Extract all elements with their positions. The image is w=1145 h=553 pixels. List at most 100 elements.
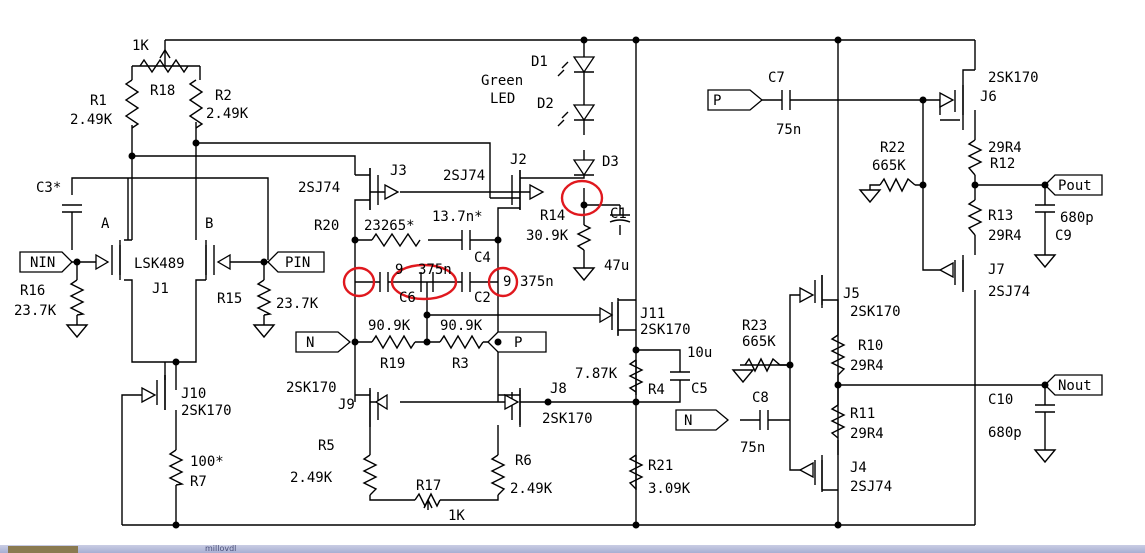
d3-symbol xyxy=(572,159,596,177)
label-c2-value: 375n xyxy=(520,274,554,290)
label-r20-value: 23265* xyxy=(364,218,415,234)
ground-c9 xyxy=(1033,254,1057,269)
r11-body xyxy=(830,404,846,439)
label-j5: J5 xyxy=(843,286,860,302)
r5-body xyxy=(362,454,378,496)
j5-arrow xyxy=(799,286,815,304)
r7-body xyxy=(168,449,185,486)
nin-connector xyxy=(19,251,73,273)
label-j6-type: 2SK170 xyxy=(988,70,1039,86)
label-r13-value: 29R4 xyxy=(988,228,1022,244)
label-c8-value: 75n xyxy=(740,440,765,456)
label-r1: R1 xyxy=(90,93,107,109)
label-r13: R13 xyxy=(988,208,1013,224)
c3-body xyxy=(62,204,82,213)
c1-body xyxy=(609,214,631,223)
label-c6: C6 xyxy=(399,290,416,306)
connectors xyxy=(19,89,1103,431)
label-j10-type: 2SK170 xyxy=(181,403,232,419)
n-left-connector xyxy=(295,331,352,353)
c2-body xyxy=(461,272,478,292)
label-r23: R23 xyxy=(742,318,767,334)
label-r5: R5 xyxy=(318,438,335,454)
label-r18: R18 xyxy=(150,83,175,99)
label-n-left: N xyxy=(306,335,314,351)
label-d1: D1 xyxy=(531,54,548,70)
label-r22-value: 665K xyxy=(872,158,906,174)
label-j7: J7 xyxy=(988,262,1005,278)
j4-arrow xyxy=(798,461,814,479)
label-r21: R21 xyxy=(648,458,673,474)
r14-body xyxy=(576,224,592,251)
j7-arrow xyxy=(938,261,954,279)
label-r19-value: 90.9K xyxy=(368,318,411,334)
p-input-connector xyxy=(707,89,764,111)
c4-body xyxy=(461,230,478,250)
label-r11: R11 xyxy=(850,406,875,422)
bottom-strip xyxy=(0,545,1145,553)
label-c7-value: 75n xyxy=(776,122,801,138)
label-c7: C7 xyxy=(768,70,785,86)
label-c1: C1 xyxy=(610,206,627,222)
resistors xyxy=(69,48,983,510)
label-r6: R6 xyxy=(515,453,532,469)
label-r17: R17 xyxy=(416,478,441,494)
label-r7: R7 xyxy=(190,474,207,490)
ground-r23 xyxy=(731,369,755,384)
r2-body xyxy=(188,79,204,129)
labels: 1K R1 2.49K R18 R2 2.49K D1 Green LED D2… xyxy=(14,38,1094,524)
r13-body xyxy=(967,199,983,236)
j1a-arrow xyxy=(95,253,110,271)
label-led: LED xyxy=(490,91,515,107)
highlight-d3-node xyxy=(560,179,604,217)
r1-body xyxy=(124,79,140,129)
label-nin: NIN xyxy=(30,255,55,271)
bottom-text: millovdl xyxy=(205,544,237,553)
label-c2: C2 xyxy=(474,290,491,306)
bottom-thumbnail xyxy=(8,546,78,553)
label-j10: J10 xyxy=(181,386,206,402)
label-n-input: N xyxy=(684,413,692,429)
label-j11: J11 xyxy=(640,306,665,322)
j2-arrow xyxy=(529,183,545,201)
label-j8-type: 2SK170 xyxy=(542,411,593,427)
label-j4: J4 xyxy=(850,460,867,476)
r15-body xyxy=(256,279,273,316)
label-r14: R14 xyxy=(540,208,565,224)
label-r4-value: 7.87K xyxy=(575,366,618,382)
label-r16-value: 23.7K xyxy=(14,303,57,319)
j9-arrow xyxy=(374,393,388,411)
r19-body xyxy=(371,334,416,350)
label-d2: D2 xyxy=(537,96,554,112)
label-c9: C9 xyxy=(1055,228,1072,244)
label-r4: R4 xyxy=(648,382,665,398)
label-r1-value: 2.49K xyxy=(70,112,113,128)
label-r14-value: 30.9K xyxy=(526,228,569,244)
label-j5-type: 2SK170 xyxy=(850,304,901,320)
label-c10-value: 680p xyxy=(988,425,1022,441)
label-c2-left: 9 xyxy=(503,274,511,290)
j10-arrow xyxy=(141,386,157,404)
label-j7-type: 2SJ74 xyxy=(988,284,1030,300)
ground-r22 xyxy=(858,189,882,204)
label-r2: R2 xyxy=(215,88,232,104)
label-c5-value: 10u xyxy=(687,345,712,361)
label-r6-value: 2.49K xyxy=(510,481,553,497)
label-lsk489: LSK489 xyxy=(134,256,185,272)
label-b: B xyxy=(205,216,213,232)
label-r5-value: 2.49K xyxy=(290,470,333,486)
label-j8: J8 xyxy=(550,381,567,397)
label-j9-type: 2SK170 xyxy=(286,380,337,396)
label-r20: R20 xyxy=(314,218,339,234)
label-r11-value: 29R4 xyxy=(850,426,884,442)
label-r16: R16 xyxy=(20,283,45,299)
label-a: A xyxy=(101,216,110,232)
r18-body xyxy=(139,58,189,74)
j1b-arrow xyxy=(216,253,231,271)
label-j3: J3 xyxy=(390,163,407,179)
label-pin: PIN xyxy=(285,255,310,271)
label-r15-value: 23.7K xyxy=(276,296,319,312)
label-p-left: P xyxy=(514,335,522,351)
pin-connector xyxy=(267,251,325,273)
